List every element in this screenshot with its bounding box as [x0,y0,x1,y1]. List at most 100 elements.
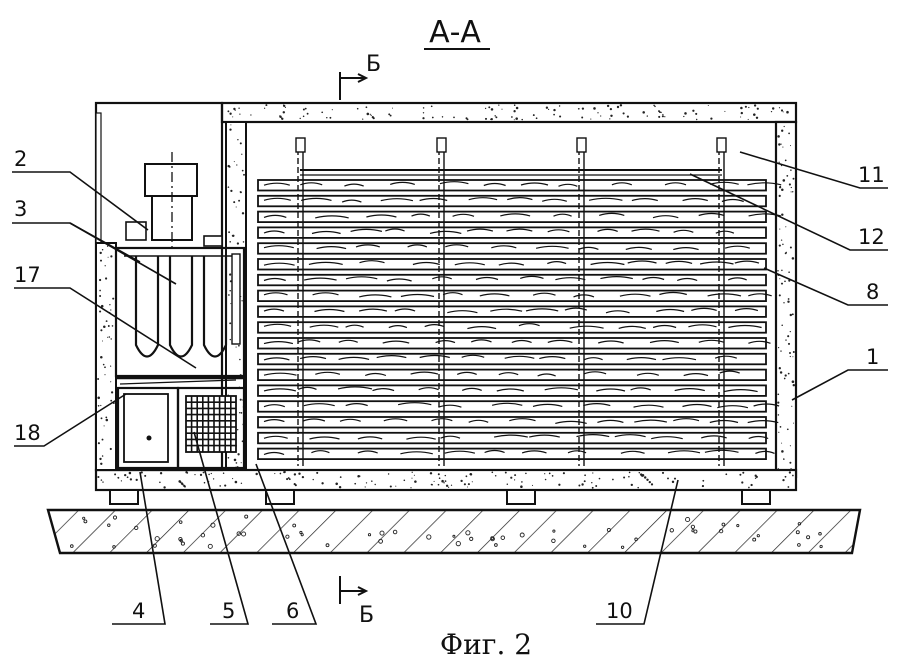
speckle-dot [593,107,596,110]
speckle-dot [369,113,371,115]
speckle-dot [302,108,305,111]
ground-dot [721,522,726,527]
speckle-dot [445,484,449,487]
speckle-dot [628,471,631,474]
ground-dot [244,514,249,519]
lumber-grain [263,323,762,330]
speckle-dot [547,108,550,111]
ground-dot [634,537,638,542]
speckle-dot [683,115,685,118]
speckle-dot [230,189,233,193]
speckle-dot [465,475,468,478]
speckle-dot [583,480,586,483]
speckle-dot [609,107,613,111]
speckle-dot [433,480,435,482]
speckle-dot [696,118,698,121]
speckle-dot [109,304,111,306]
speckle-dot [789,313,793,317]
tray [257,210,767,224]
ground-dot [693,529,698,534]
speckle-dot [484,107,487,110]
speckle-dot [100,304,104,308]
rod-top-clamp [295,137,306,153]
ground-dot [236,531,242,536]
speckle-dot [120,480,122,482]
speckle-dot [748,106,750,109]
speckle-dot [365,482,368,484]
speckle-dot [653,104,655,107]
speckle-dot [186,472,189,474]
speckle-dot [411,471,413,473]
speckle-dot [447,486,450,488]
speckle-dot [443,482,445,484]
speckle-dot [756,107,759,110]
speckle-dot [780,239,783,241]
speckle-dot [469,473,473,476]
speckle-dot [129,478,133,481]
speckle-dot [199,473,203,477]
speckle-dot [661,115,664,118]
speckle-dot [104,374,106,376]
speckle-dot [97,404,100,407]
ground-dot [179,538,183,543]
speckle-dot [782,179,786,182]
speckle-dot [783,125,785,128]
speckle-dot [623,476,626,479]
speckle-dot [240,482,243,484]
speckle-dot [791,380,795,383]
speckle-dot [102,363,105,366]
speckle-dot [782,243,784,246]
speckle-dot [654,105,656,108]
speckle-dot [591,482,593,484]
ground-dot [469,536,474,541]
speckle-dot [279,115,282,118]
speckle-dot [453,116,455,119]
leader-lines [12,151,888,625]
speckle-dot [622,112,625,115]
speckle-dot [753,104,757,107]
speckle-dot [710,117,713,120]
tray [257,305,767,318]
speckle-dot [521,481,523,483]
speckle-dot [410,487,412,489]
speckle-dot [661,471,665,474]
speckle-dot [787,372,790,375]
speckle-dot [232,478,234,480]
speckle-dot [739,473,742,476]
speckle-dot [414,480,417,483]
ground-dot [500,535,506,540]
speckle-dot [366,112,370,116]
speckle-dot [102,481,104,483]
speckle-dot [105,277,108,280]
speckle-dot [785,251,787,254]
ground-dot [606,527,611,533]
speckle-dot [510,476,513,479]
speckle-dot [395,485,397,487]
lumber-grain [263,260,760,266]
speckle-dot [229,322,232,325]
speckle-dot [103,425,105,427]
ground-dot [818,532,822,536]
speckle-dot [658,115,661,118]
speckle-dot [741,481,744,484]
speckle-dot [441,116,444,118]
speckle-dot [515,117,518,120]
speckle-dot [790,186,792,189]
speckle-dot [787,342,791,345]
speckle-dot [326,116,328,119]
speckle-dot [577,107,580,110]
speckle-dot [619,104,623,107]
speckle-dot [787,335,790,338]
speckle-dot [484,117,488,120]
speckle-dot [194,474,196,476]
speckle-dot [235,206,237,208]
speckle-dot [785,226,787,228]
speckle-dot [781,442,783,444]
speckle-dot [437,473,440,476]
speckle-dot [274,473,276,475]
speckle-dot [241,153,243,155]
speckle-dot [240,462,242,464]
speckle-dot [362,118,364,120]
speckle-dot [263,107,266,109]
speckle-dot [783,302,785,304]
